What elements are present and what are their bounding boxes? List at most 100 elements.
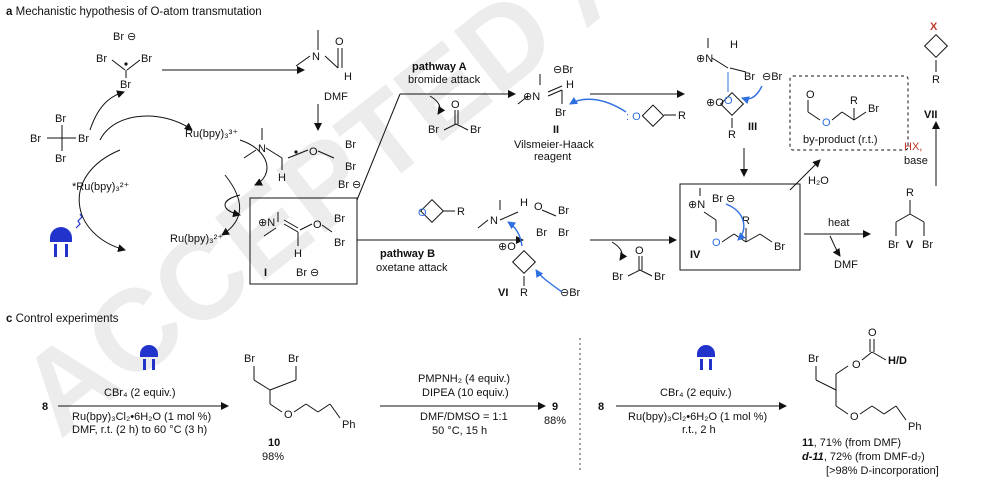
svg-text:Br: Br (334, 237, 345, 249)
pathway-b-label: pathway B (380, 248, 435, 260)
light-bulb-icon-c2 (697, 345, 715, 370)
compound-8-a: 8 (42, 401, 48, 413)
svg-text:⊕N: ⊕N (688, 199, 705, 211)
byproduct-label: by-product (r.t.) (803, 134, 878, 146)
cbr2o-a: Br Br O (428, 99, 481, 136)
svg-text:Br: Br (288, 353, 299, 365)
svg-text:Br ⊖: Br ⊖ (338, 179, 361, 191)
svg-text:Br ⊖: Br ⊖ (296, 267, 319, 279)
svg-text:⊕N: ⊕N (696, 53, 713, 65)
panel-a-header: a Mechanistic hypothesis of O-atom trans… (6, 6, 262, 18)
step2-below-2: 50 °C, 15 h (432, 425, 487, 437)
svg-text:II: II (553, 124, 559, 136)
svg-text:Br: Br (141, 53, 152, 65)
svg-text:Br: Br (888, 239, 899, 251)
svg-text:Br: Br (868, 103, 879, 115)
svg-text:⊖Br: ⊖Br (560, 287, 581, 299)
ru3-label: Ru(bpy)₃³⁺ (185, 128, 238, 140)
compound-11-label: 11, 71% (from DMF) (802, 437, 901, 449)
compound-d11-label: d-11, 72% (from DMF-d₇) (802, 451, 925, 463)
intermediate-iii: ⊕N H Br ⊕O O R ⊖Br III (696, 38, 783, 141)
svg-text:Br ⊖: Br ⊖ (712, 193, 735, 205)
step2-below-1: DMF/DMSO = 1:1 (420, 411, 508, 423)
svg-text:Br ⊖: Br ⊖ (113, 31, 136, 43)
compound-11: O H/D O Br O Ph (808, 327, 921, 433)
svg-text:X: X (930, 21, 938, 33)
svg-text:V: V (906, 239, 914, 251)
svg-text:Br: Br (654, 271, 665, 283)
cbr4-structure: Br Br Br Br (30, 113, 89, 165)
svg-text:O: O (635, 245, 644, 257)
radical-adduct: N H O Br Br Br ⊖ (243, 128, 361, 191)
svg-text:O: O (309, 146, 318, 158)
pathway-a-label: pathway A (412, 61, 467, 73)
cbr3-radical: Br ⊖ Br Br Br (96, 31, 152, 91)
photocatalytic-cycle: Ru(bpy)₃³⁺ *Ru(bpy)₃²⁺ Ru(bpy)₃²⁺ (72, 90, 241, 253)
oxetane-reagent-a: : O R (626, 104, 686, 128)
compound-9-id: 9 (552, 401, 558, 413)
svg-text:VII: VII (924, 109, 937, 121)
svg-text:Br: Br (55, 153, 66, 165)
step2-above-1: PMPNH₂ (4 equiv.) (418, 373, 510, 385)
compound-8-b: 8 (598, 401, 604, 413)
set-arrow (239, 139, 268, 186)
svg-text:IV: IV (690, 249, 701, 261)
svg-text:H/D: H/D (888, 355, 907, 367)
dmf-structure: N O H DMF (295, 30, 352, 103)
branch-line-a (356, 93, 401, 201)
intermediate-iv-box (679, 183, 801, 271)
svg-text:: O: : O (626, 111, 641, 123)
svg-text:R: R (457, 206, 465, 218)
svg-text:H: H (278, 172, 286, 184)
svg-text:O: O (850, 411, 859, 423)
hx-label: HX, (904, 141, 922, 153)
arrow-iv-to-byproduct (789, 159, 821, 191)
pathway-b-sub: oxetane attack (376, 262, 448, 274)
svg-text:R: R (520, 287, 528, 299)
svg-text:Br: Br (922, 239, 933, 251)
svg-text:Ph: Ph (908, 421, 921, 433)
compound-10: Br Br O Ph (244, 353, 355, 431)
svg-text:R: R (728, 129, 736, 141)
svg-text:O: O (284, 409, 293, 421)
oxetane-reagent-b: O R (418, 198, 465, 224)
svg-text:O: O (534, 201, 543, 213)
step2-above-2: DIPEA (10 equiv.) (422, 387, 509, 399)
heat-label: heat (828, 217, 849, 229)
svg-text:Br: Br (612, 271, 623, 283)
svg-text:Br: Br (78, 133, 89, 145)
svg-text:H: H (344, 71, 352, 83)
h2o-label: H₂O (808, 175, 829, 187)
dmf-out-label: DMF (834, 259, 858, 271)
blue-arrow-iv (725, 203, 746, 241)
svg-text:DMF: DMF (324, 91, 348, 103)
svg-text:⊖Br: ⊖Br (762, 71, 783, 83)
product-vii: X R VII (923, 21, 949, 121)
light-bulb-icon (50, 213, 83, 257)
label-I: I (264, 267, 267, 279)
d-incorporation-label: [>98% D-incorporation] (826, 465, 939, 477)
intermediate-ii: ⊕N H Br ⊖Br II (517, 64, 574, 136)
intermediate-i-box (249, 197, 358, 285)
dmf-loss-arrow (829, 235, 841, 257)
svg-text:Br: Br (774, 241, 785, 253)
svg-text:O: O (335, 36, 344, 48)
compound-10-yield: 98% (262, 451, 284, 463)
svg-text:Br: Br (558, 227, 569, 239)
svg-text:Br: Br (470, 124, 481, 136)
svg-text:R: R (850, 95, 858, 107)
svg-text:Br: Br (345, 139, 356, 151)
ru-star-label: *Ru(bpy)₃²⁺ (72, 181, 130, 193)
svg-text:O: O (451, 99, 460, 111)
vilsmeier-label-1: Vilsmeier-Haack (514, 139, 594, 151)
svg-text:H: H (520, 197, 528, 209)
product-v: R Br V Br (888, 187, 933, 251)
svg-text:N: N (490, 215, 498, 227)
byproduct-structure: O O R Br (806, 89, 879, 129)
step3-below-1: Ru(bpy)₃Cl₂•6H₂O (1 mol %) (628, 411, 767, 423)
svg-text:O: O (724, 95, 733, 107)
svg-text:Br: Br (30, 133, 41, 145)
step1-below-1: Ru(bpy)₃Cl₂•6H₂O (1 mol %) (72, 411, 211, 423)
